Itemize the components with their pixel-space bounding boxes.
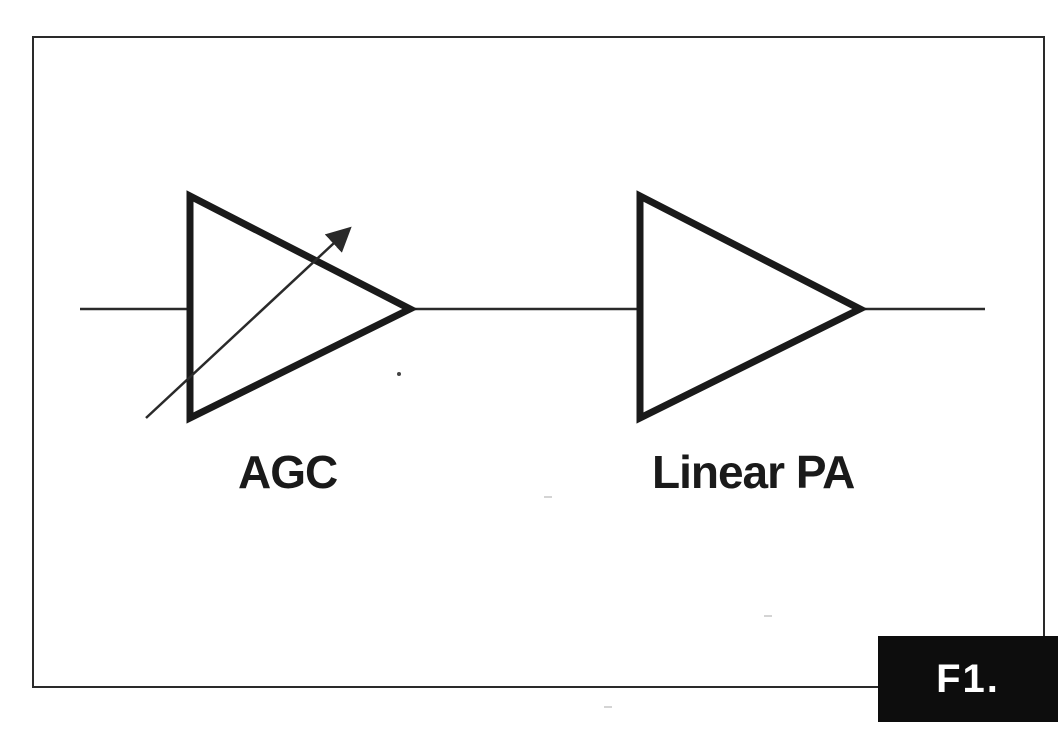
- variable-gain-arrow: [145, 226, 352, 419]
- figure-tag: F1.: [878, 636, 1058, 722]
- agc-label: AGC: [238, 446, 338, 498]
- linear-pa-label: Linear PA: [652, 446, 855, 498]
- agc-amplifier-symbol: [186, 190, 418, 424]
- scan-speck: [397, 372, 401, 376]
- linear-pa-amplifier-symbol: [636, 190, 868, 424]
- figure-frame: [32, 36, 1045, 688]
